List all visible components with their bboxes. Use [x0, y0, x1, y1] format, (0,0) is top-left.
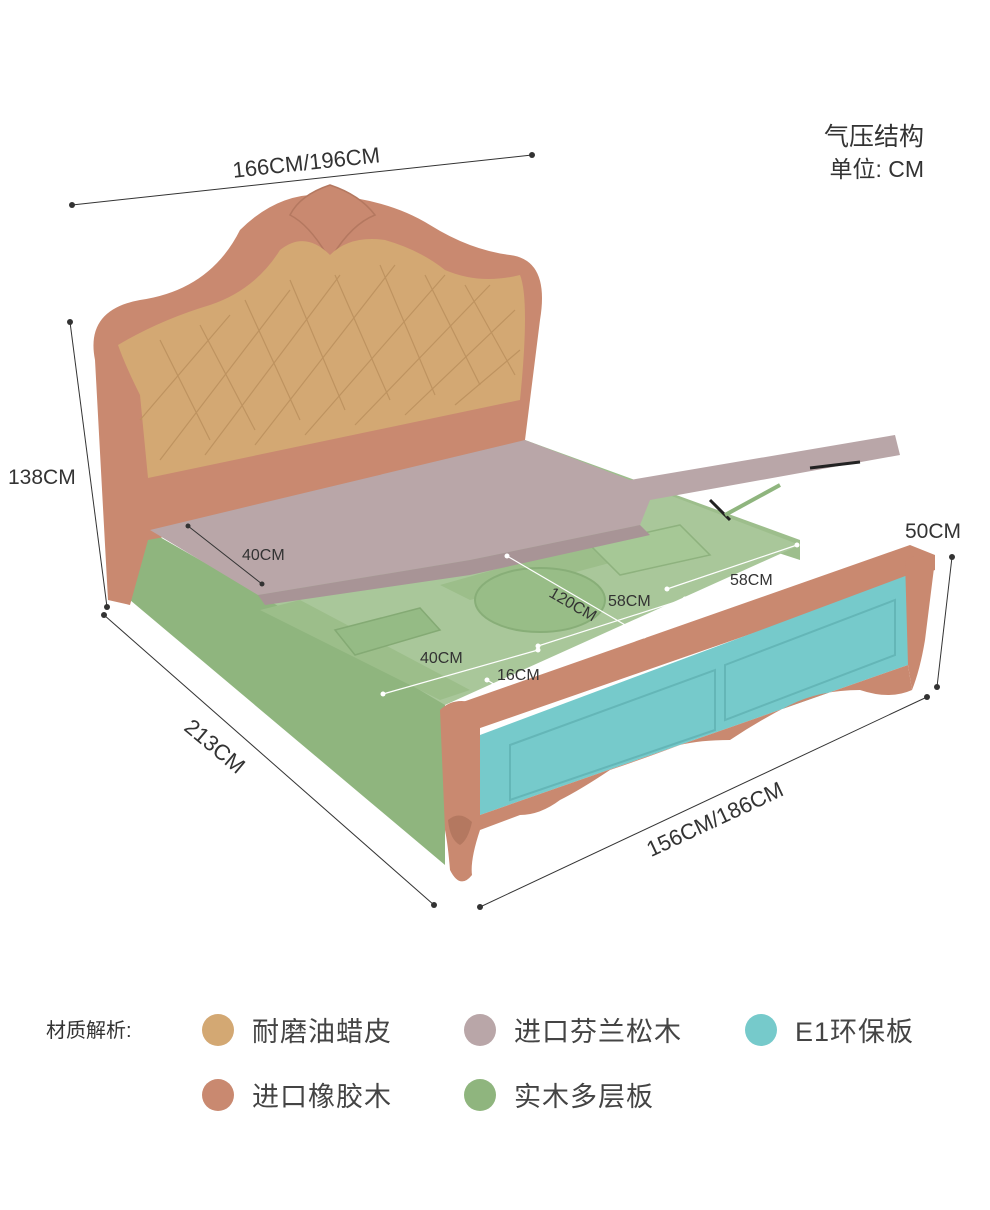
storage-basket — [588, 524, 712, 576]
legend-item-plywood: 实木多层板 — [464, 1075, 654, 1114]
storage-towels — [333, 607, 442, 656]
dim-length: 213CM — [180, 714, 250, 779]
unit-label: 单位: CM — [829, 156, 924, 182]
plywood-swatch — [464, 1078, 496, 1111]
dim-bottom-width: 156CM/186CM — [643, 777, 788, 862]
e1-swatch — [745, 1013, 777, 1046]
tufting-pattern — [139, 264, 521, 461]
legend-text-leather: 耐磨油蜡皮 — [252, 1017, 392, 1047]
gas-strut-2 — [724, 483, 781, 517]
structure-title: 气压结构 — [823, 123, 924, 151]
footboard-right-post — [905, 555, 935, 690]
bed-illustration — [93, 184, 935, 882]
storage-pillow — [474, 567, 606, 633]
diagram-header: 气压结构 单位: CM — [824, 120, 924, 184]
mattress-board-edge — [258, 525, 650, 605]
gas-strut-1 — [708, 498, 732, 522]
legend-label: 材质解析: — [46, 1020, 132, 1042]
dim-inner-58-b: 58CM — [730, 572, 773, 589]
dim-height: 138CM — [8, 466, 76, 489]
footboard-apron — [480, 665, 912, 830]
dim-top-width: 166CM/196CM — [231, 142, 381, 182]
legend-text-e1: E1环保板 — [795, 1017, 915, 1047]
left-side-panel — [130, 520, 445, 865]
headboard-leather — [118, 239, 525, 478]
material-legend: 材质解析: 耐磨油蜡皮 进口芬兰松木 E1环保板 进口橡胶木 实木多层板 — [0, 1000, 990, 1120]
legend-item-leather: 耐磨油蜡皮 — [202, 1010, 392, 1049]
headboard-crest — [288, 184, 377, 262]
footboard-rail — [440, 545, 935, 735]
dim-footboard-height: 50CM — [905, 520, 961, 543]
legend-text-pine: 进口芬兰松木 — [514, 1017, 682, 1047]
legend-item-pine: 进口芬兰松木 — [464, 1010, 682, 1049]
dim-inner-58-a: 58CM — [608, 593, 651, 610]
gas-strut-3 — [809, 460, 861, 470]
pine-swatch — [464, 1013, 496, 1046]
legend-text-plywood: 实木多层板 — [514, 1082, 654, 1112]
left-post-carving — [448, 815, 472, 845]
rubberwood-swatch — [202, 1078, 234, 1111]
legend-item-rubberwood: 进口橡胶木 — [202, 1075, 392, 1114]
legend-text-rubberwood: 进口橡胶木 — [252, 1082, 392, 1112]
dim-inner-40-left: 40CM — [242, 547, 285, 564]
footboard-panel-detail — [509, 598, 896, 802]
dim-inner-16: 16CM — [497, 667, 540, 684]
footboard-left-post — [440, 701, 480, 882]
mattress-board — [150, 435, 900, 595]
dim-inner-40-front: 40CM — [420, 650, 463, 667]
leather-swatch — [202, 1013, 234, 1046]
legend-item-e1: E1环保板 — [745, 1010, 914, 1049]
